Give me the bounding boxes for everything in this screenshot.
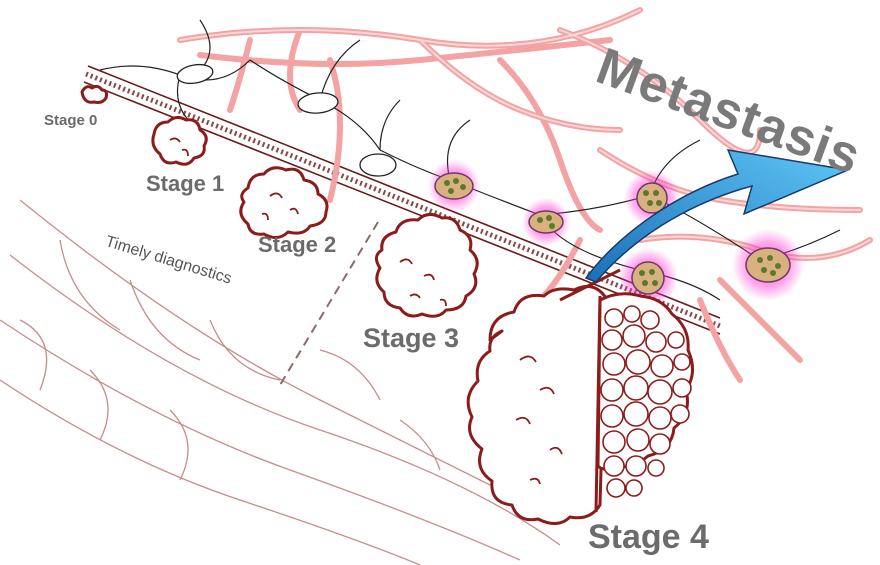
tumor-stage-0 bbox=[82, 86, 107, 102]
label-stage-0: Stage 0 bbox=[44, 113, 97, 128]
label-stage-1: Stage 1 bbox=[146, 173, 224, 195]
label-stage-2: Stage 2 bbox=[258, 234, 336, 256]
tumor-stage-2 bbox=[241, 168, 327, 238]
lymph-nodes bbox=[176, 62, 396, 176]
tumor-stage-3 bbox=[376, 214, 477, 316]
label-stage-4: Stage 4 bbox=[588, 520, 709, 554]
label-stage-3: Stage 3 bbox=[363, 325, 459, 352]
tumor-stage-4 bbox=[468, 286, 606, 523]
